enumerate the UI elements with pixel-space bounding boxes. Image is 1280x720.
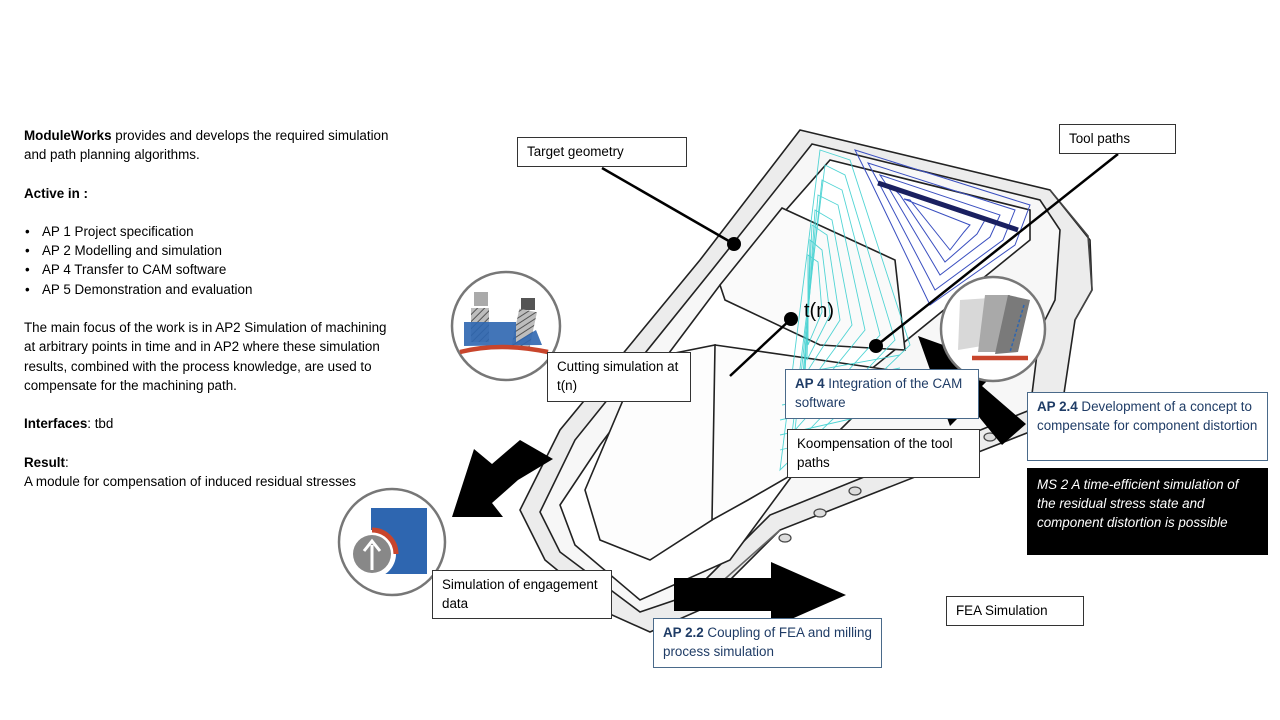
cutting-tool-icon — [450, 270, 562, 382]
distortion-icon — [939, 275, 1047, 383]
leader-lines — [601, 153, 1119, 377]
tool-paths-blue — [854, 149, 1031, 306]
active-heading: Active in : — [24, 185, 88, 201]
t-n-label: t(n) — [804, 300, 834, 322]
list-item: AP 1 Project specification — [25, 222, 394, 242]
tool-paths-cyan — [779, 149, 911, 472]
t-n-marker — [784, 312, 798, 326]
result-heading: Result: — [24, 454, 69, 470]
description-panel: ModuleWorks provides and develops the re… — [24, 126, 394, 491]
list-item: AP 5 Demonstration and evaluation — [25, 280, 394, 300]
active-list: AP 1 Project specification AP 2 Modellin… — [24, 222, 394, 299]
focus-paragraph: The main focus of the work is in AP2 Sim… — [24, 320, 387, 393]
ap24-label: AP 2.4 Development of a concept to compe… — [1027, 392, 1268, 461]
arrow-down-left — [452, 440, 553, 517]
arrow-right — [674, 562, 846, 628]
ap4-label: AP 4 Integration of the CAM software — [785, 369, 979, 419]
list-item: AP 4 Transfer to CAM software — [25, 260, 394, 280]
target-geometry-label: Target geometry — [517, 137, 687, 167]
side-holes — [778, 432, 997, 543]
intro-paragraph: ModuleWorks provides and develops the re… — [24, 128, 389, 163]
tool-paths-marker — [869, 339, 883, 353]
interfaces-line: Interfaces: tbd — [24, 416, 114, 432]
result-text: A module for compensation of induced res… — [24, 473, 356, 489]
list-item: AP 2 Modelling and simulation — [25, 241, 394, 261]
ms2-milestone-box: MS 2 A time-efficient simulation of the … — [1027, 468, 1268, 555]
engagement-gauge-icon — [337, 487, 447, 597]
tool-paths-label: Tool paths — [1059, 124, 1176, 154]
ap22-label: AP 2.2 Coupling of FEA and milling proce… — [653, 618, 882, 668]
target-geometry-marker — [727, 237, 741, 251]
koompensation-label: Koompensation of the tool paths — [787, 429, 980, 478]
engagement-label: Simulation of engagement data — [432, 570, 612, 619]
cutting-simulation-label: Cutting simulation at t(n) — [547, 352, 691, 402]
company-name: ModuleWorks — [24, 128, 112, 143]
fea-simulation-label: FEA Simulation — [946, 596, 1084, 626]
